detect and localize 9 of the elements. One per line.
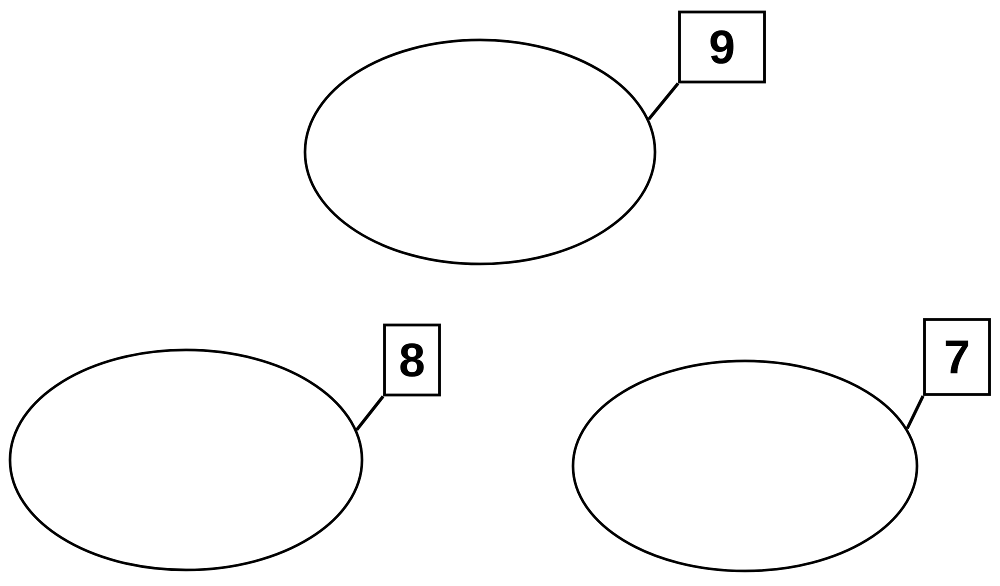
leader-line: [906, 395, 925, 430]
callout-number: 9: [678, 10, 766, 84]
leader-line: [648, 82, 680, 120]
empty-ellipse: [572, 360, 918, 572]
callout-number: 7: [923, 318, 991, 396]
empty-ellipse: [304, 38, 656, 266]
callout-number: 8: [383, 324, 441, 396]
leader-line: [355, 395, 384, 431]
empty-ellipse: [8, 348, 364, 572]
